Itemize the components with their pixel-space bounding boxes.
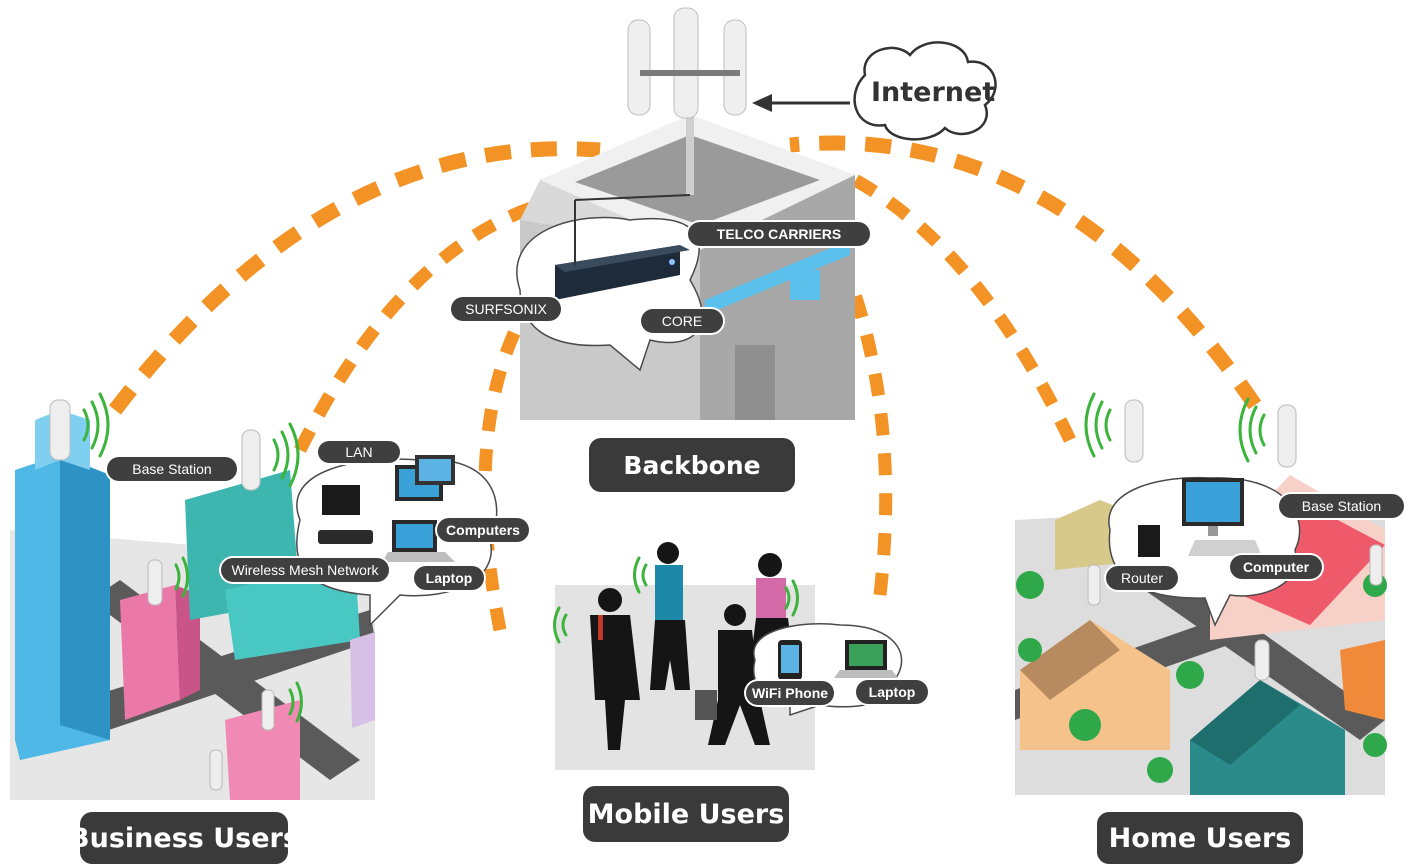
internet-cloud-icon xyxy=(853,41,997,141)
wireless-mesh-label: Wireless Mesh Network xyxy=(221,558,389,582)
router-icon xyxy=(1138,525,1160,557)
laptop-icon xyxy=(382,520,455,562)
lan-label: LAN xyxy=(318,441,400,463)
business-antennas xyxy=(49,399,275,791)
wifi-phone-label: WiFi Phone xyxy=(746,681,834,705)
mobile-laptop-label: Laptop xyxy=(856,680,928,704)
trees xyxy=(1016,571,1387,783)
core-label: CORE xyxy=(641,309,723,333)
link-inner-right xyxy=(851,174,1076,443)
link-inner-left xyxy=(294,198,542,453)
arrow-internet-to-tower xyxy=(752,94,850,112)
mobile-laptop-icon xyxy=(834,640,898,678)
computer-icon xyxy=(395,455,455,501)
link-mobile-right xyxy=(843,277,893,596)
backbone-title: Backbone xyxy=(589,438,795,492)
internet-label: Internet xyxy=(871,77,996,108)
link-outer-left xyxy=(109,141,601,415)
surfsonix-label: SURFSONIX xyxy=(451,297,561,321)
switch-icon xyxy=(322,485,360,515)
business-users-title: Business Users xyxy=(69,812,299,864)
home-computer-icon xyxy=(1182,478,1262,556)
business-base-station-label: Base Station xyxy=(107,457,237,481)
computer-label: Computer xyxy=(1230,555,1322,579)
wireless-links xyxy=(109,135,1262,632)
wifi-phone-icon xyxy=(778,640,802,680)
computers-label: Computers xyxy=(437,518,529,542)
link-outer-right xyxy=(789,135,1262,410)
business-laptop-label: Laptop xyxy=(414,566,484,590)
access-point-icon xyxy=(318,530,373,544)
wifi-waves xyxy=(82,392,1266,723)
home-antennas xyxy=(1087,399,1383,681)
surfsonix-router-icon xyxy=(555,245,690,300)
tower-antennas xyxy=(627,7,747,195)
home-base-station-label: Base Station xyxy=(1279,494,1404,518)
router-label: Router xyxy=(1106,566,1178,590)
telco-carriers-label: TELCO CARRIERS xyxy=(688,222,870,246)
home-users-title: Home Users xyxy=(1097,812,1303,864)
mobile-users-title: Mobile Users xyxy=(583,786,789,842)
